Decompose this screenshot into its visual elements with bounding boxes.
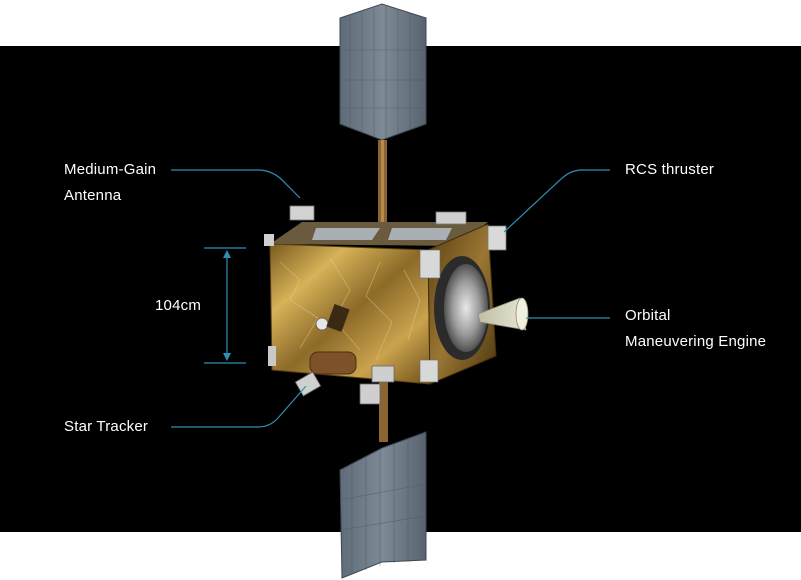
dimension-label-text: 104cm bbox=[155, 297, 202, 314]
leader-line-medium-gain-antenna bbox=[171, 169, 301, 199]
star-tracker-unit bbox=[294, 371, 322, 397]
dimension-arrow-down bbox=[223, 353, 231, 361]
solar-panel-bottom bbox=[339, 380, 427, 579]
leader-lines bbox=[171, 169, 610, 428]
label-rcs-thruster: RCS thruster bbox=[625, 157, 714, 183]
label-medium-gain-antenna-line1: Medium-Gain bbox=[64, 161, 157, 178]
label-rcs-thruster-text: RCS thruster bbox=[625, 161, 715, 178]
leader-line-star-tracker bbox=[171, 385, 307, 428]
engine-nozzle bbox=[477, 297, 527, 331]
label-orbital-maneuvering-engine-line2: Maneuvering Engine bbox=[625, 333, 767, 350]
leader-line-rcs-thruster bbox=[503, 169, 610, 233]
label-medium-gain-antenna-line2: Antenna bbox=[64, 187, 122, 204]
label-orbital-maneuvering-engine-line1: Orbital bbox=[625, 307, 671, 324]
rcs-thruster-block bbox=[487, 225, 507, 251]
label-medium-gain-antenna: Medium-Gain Antenna bbox=[64, 157, 156, 209]
label-star-tracker: Star Tracker bbox=[64, 414, 148, 440]
label-star-tracker-text: Star Tracker bbox=[64, 418, 149, 435]
spacecraft-body bbox=[264, 205, 529, 405]
label-orbital-maneuvering-engine: Orbital Maneuvering Engine bbox=[625, 303, 766, 355]
dimension-arrow-up bbox=[223, 250, 231, 258]
dimension-label: 104cm bbox=[155, 293, 201, 319]
solar-panel-top bbox=[339, 3, 427, 232]
